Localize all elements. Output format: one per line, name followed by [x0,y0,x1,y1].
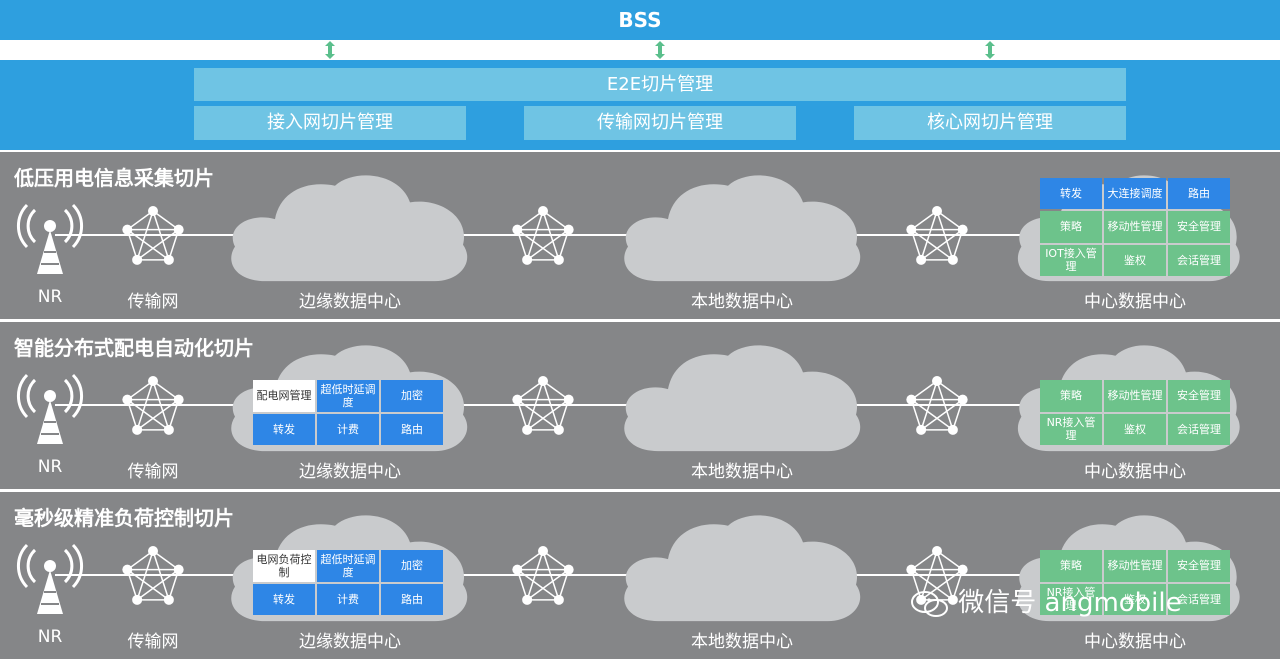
cloud-icon [231,175,468,282]
connection-line [55,574,1055,576]
nr-label: NR [37,287,63,307]
local-datacenter-label: 本地数据中心 [691,292,793,312]
function-cell: 鉴权 [1104,413,1166,445]
central-datacenter-label: 中心数据中心 [1084,292,1186,312]
transport-network-label: 传输网 [127,632,179,652]
network-node-icon [906,206,968,265]
function-cell: 会话管理 [1168,583,1230,615]
function-cell: 加密 [381,380,443,412]
transport-network-label: 传输网 [127,292,179,312]
edge-datacenter-label: 边缘数据中心 [299,632,401,652]
antenna-tower-icon [16,203,84,274]
function-cell: NR接入管理 [1040,413,1102,445]
network-node-icon [512,376,574,435]
function-cell: 转发 [1040,178,1102,210]
function-cell: 策略 [1040,380,1102,412]
network-node-icon [122,206,184,265]
function-cell: 安全管理 [1168,550,1230,582]
transport-slice-management: 传输网切片管理 [524,106,796,140]
network-node-icon [122,376,184,435]
central-function-grid: 转发大连接调度路由策略移动性管理安全管理 IOT接入管理鉴权会话管理 [1040,178,1230,276]
transport-network-label: 传输网 [127,462,179,482]
function-cell: 会话管理 [1168,244,1230,276]
bidirectional-arrow-icon [985,41,995,59]
function-cell: 电网负荷控制 [253,550,315,582]
central-datacenter-label: 中心数据中心 [1084,462,1186,482]
network-node-icon [906,376,968,435]
edge-function-grid: 电网负荷控制超低时延调度加密转发计费路由 [253,550,443,615]
function-cell: 策略 [1040,550,1102,582]
edge-datacenter-label: 边缘数据中心 [299,292,401,312]
e2e-slice-management: E2E切片管理 [194,68,1126,101]
central-datacenter-label: 中心数据中心 [1084,632,1186,652]
bidirectional-arrow-icon [325,41,335,59]
antenna-tower-icon [16,543,84,614]
slice-panel: 智能分布式配电自动化切片配电网管理超低时延调度加密转发计费路由 策略移动性管理安全… [0,322,1280,489]
function-cell: 计费 [317,583,379,615]
function-cell: 加密 [381,550,443,582]
cloud-icon [624,345,861,452]
slice-title: 低压用电信息采集切片 [14,166,214,190]
function-cell: 转发 [253,413,315,445]
function-cell: 超低时延调度 [317,380,379,412]
core-slice-management: 核心网切片管理 [854,106,1126,140]
function-cell: 鉴权 [1104,583,1166,615]
function-cell: 路由 [381,583,443,615]
connection-line [55,404,1055,406]
network-node-icon [512,546,574,605]
function-cell: 会话管理 [1168,413,1230,445]
slice-title: 智能分布式配电自动化切片 [14,336,254,360]
edge-datacenter-label: 边缘数据中心 [299,462,401,482]
function-cell: 路由 [1168,178,1230,210]
function-cell: 计费 [317,413,379,445]
bidirectional-arrow-icon [655,41,665,59]
slice-panel: 低压用电信息采集切片转发大连接调度路由策略移动性管理安全管理 IOT接入管理鉴权会… [0,152,1280,319]
function-cell: 大连接调度 [1104,178,1166,210]
watermark-text: 微信号 angmobile [958,588,1182,618]
slice-title: 毫秒级精准负荷控制切片 [14,506,234,530]
function-cell: 转发 [253,583,315,615]
function-cell: 安全管理 [1168,211,1230,243]
wechat-icon [911,590,948,617]
access-slice-management: 接入网切片管理 [194,106,466,140]
function-cell: 策略 [1040,211,1102,243]
function-cell: IOT接入管理 [1040,244,1102,276]
function-cell: 配电网管理 [253,380,315,412]
function-cell: 路由 [381,413,443,445]
local-datacenter-label: 本地数据中心 [691,632,793,652]
nr-label: NR [37,627,63,647]
watermark: 微信号 angmobile [910,582,1182,619]
function-cell: 鉴权 [1104,244,1166,276]
central-function-grid: 策略移动性管理安全管理 NR接入管理鉴权会话管理 [1040,380,1230,445]
function-cell: 移动性管理 [1104,380,1166,412]
network-node-icon [512,206,574,265]
bss-bar: BSS [0,0,1280,40]
function-cell: 安全管理 [1168,380,1230,412]
function-cell: 移动性管理 [1104,211,1166,243]
function-cell: NR接入管理 [1040,583,1102,615]
nr-label: NR [37,457,63,477]
function-cell: 移动性管理 [1104,550,1166,582]
local-datacenter-label: 本地数据中心 [691,462,793,482]
cloud-icon [624,175,861,282]
connection-line [55,234,1055,236]
edge-function-grid: 配电网管理超低时延调度加密转发计费路由 [253,380,443,445]
slice-panel: 毫秒级精准负荷控制切片电网负荷控制超低时延调度加密转发计费路由 策略移动性管理安全… [0,492,1280,659]
network-node-icon [122,546,184,605]
cloud-icon [624,515,861,622]
central-function-grid: 策略移动性管理安全管理 NR接入管理鉴权会话管理 [1040,550,1230,615]
function-cell: 超低时延调度 [317,550,379,582]
antenna-tower-icon [16,373,84,444]
